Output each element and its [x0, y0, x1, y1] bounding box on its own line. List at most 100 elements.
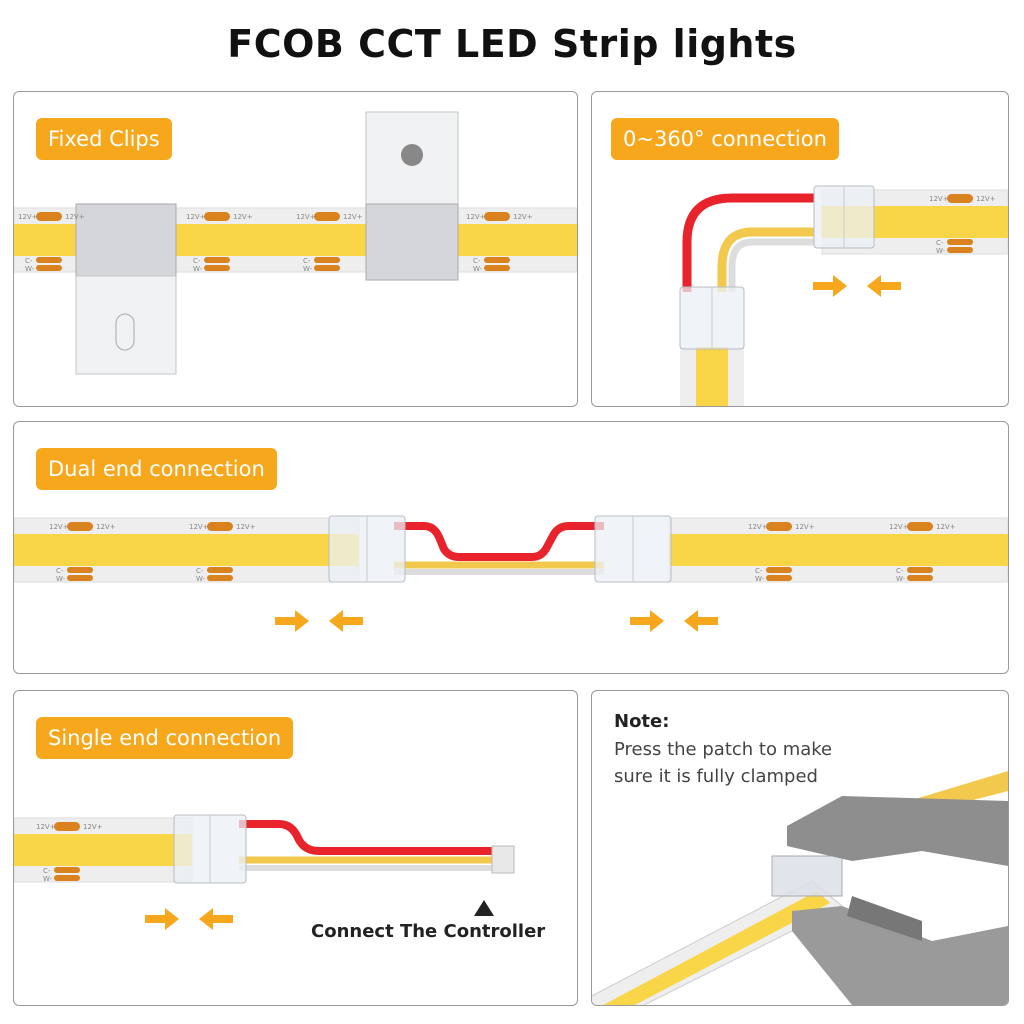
led-strip-cob [669, 534, 1008, 566]
fixed-clips-label: Fixed Clips [36, 118, 172, 160]
strip-mark-c: C- [56, 567, 64, 575]
fixed-clip [365, 203, 459, 281]
solder-pad [67, 522, 93, 531]
solder-pad [947, 194, 973, 203]
single-end-label: Single end connection [36, 717, 294, 759]
led-strip-cob [14, 534, 359, 566]
solder-pad [204, 265, 230, 271]
solder-pad [314, 257, 340, 263]
solder-pad [907, 522, 933, 531]
arrow-right-icon [275, 610, 309, 632]
solder-pad [36, 257, 62, 263]
clamp-upper-jaw [787, 796, 1008, 866]
strip-mark-c: C- [303, 257, 311, 265]
strip-mark-12v: 12V+ [65, 213, 85, 221]
dual-end-label: Dual end connection [36, 448, 277, 490]
strip-mark-12v: 12V+ [513, 213, 533, 221]
strip-mark-c: C- [193, 257, 201, 265]
solder-pad [484, 257, 510, 263]
strip-mark-12v: 12V+ [236, 523, 256, 531]
clamp-illustration [592, 771, 1008, 1005]
arrow-right-icon [145, 908, 179, 930]
solder-pad [766, 575, 792, 581]
clamp-teeth [847, 896, 922, 941]
strip-mark-12v: 12V+ [748, 523, 768, 531]
solder-pad [484, 265, 510, 271]
strip-mark-w: W- [25, 265, 35, 273]
solder-pad [36, 265, 62, 271]
arrow-left-icon [867, 275, 901, 297]
solder-pad [484, 212, 510, 221]
arrow-left-icon [684, 610, 718, 632]
solder-pad [907, 575, 933, 581]
solder-pad [54, 867, 80, 873]
strip-mark-c: C- [25, 257, 33, 265]
panel-note: Note: Press the patch to make sure it is… [591, 690, 1009, 1006]
page-title: FCOB CCT LED Strip lights [227, 22, 797, 66]
strip-mark-c: C- [43, 867, 51, 875]
screw-slot [115, 313, 135, 351]
strip-mark-12v: 12V+ [18, 213, 38, 221]
panel-single-end-connection: 12V+12V+C-W- Single end connection Conne… [13, 690, 578, 1006]
solder-pad [207, 567, 233, 573]
solder-pad [204, 212, 230, 221]
solder-pad [67, 567, 93, 573]
strip-mark-12v: 12V+ [186, 213, 206, 221]
strip-mark-w: W- [755, 575, 765, 583]
strip-mark-12v: 12V+ [976, 195, 996, 203]
strip-mark-w: W- [196, 575, 206, 583]
wire-red [394, 522, 604, 561]
strip-mark-w: W- [43, 875, 53, 883]
fixed-clips-illustration: 12V+12V+C-W-12V+12V+C-W-12V+12V+C-W-12V+… [14, 111, 577, 375]
wire-red [239, 820, 514, 855]
solder-pad [204, 257, 230, 263]
fixed-clip-tab [75, 275, 177, 375]
solder-pad [67, 575, 93, 581]
note-line-1: Press the patch to make [614, 739, 833, 760]
triangle-pointer-icon [474, 900, 494, 916]
solder-pad [36, 212, 62, 221]
strip-mark-12v: 12V+ [83, 823, 103, 831]
solder-pad [207, 575, 233, 581]
strip-mark-12v: 12V+ [343, 213, 363, 221]
panel-dual-end-connection: 12V+12V+C-W-12V+12V+C-W-12V+12V+C-W-12V+… [13, 421, 1009, 674]
single-end-illustration: 12V+ 12V+ C-W- [14, 814, 515, 930]
wire-red [682, 193, 814, 292]
strip-mark-c: C- [896, 567, 904, 575]
strip-mark-w: W- [193, 265, 203, 273]
solder-pad [947, 239, 973, 245]
strip-mark-c: C- [755, 567, 763, 575]
rotation-connection-label: 0~360° connection [611, 118, 839, 160]
note-line-2: sure it is fully clamped [614, 766, 818, 787]
connector [771, 855, 843, 897]
solder-pad [907, 567, 933, 573]
solder-pad [54, 822, 80, 831]
strip-mark-12v: 12V+ [189, 523, 209, 531]
wire-yellow [717, 227, 814, 292]
screw-hole [401, 144, 423, 166]
strip-mark-w: W- [473, 265, 483, 273]
solder-pad [207, 522, 233, 531]
solder-pad [314, 265, 340, 271]
led-strip-cob [696, 347, 728, 406]
solder-pad [314, 212, 340, 221]
dual-end-illustration: 12V+12V+C-W-12V+12V+C-W-12V+12V+C-W-12V+… [14, 515, 1008, 632]
solder-pad [766, 522, 792, 531]
strip-mark-12v: 12V+ [36, 823, 56, 831]
strip-mark-c: C- [936, 239, 944, 247]
arrow-right-icon [813, 275, 847, 297]
arrow-left-icon [199, 908, 233, 930]
solder-pad [766, 567, 792, 573]
fixed-clip [75, 203, 177, 277]
arrow-right-icon [630, 610, 664, 632]
note-heading: Note: [614, 711, 670, 732]
clamp-lower-jaw [792, 906, 1008, 1005]
wire-white [728, 238, 814, 292]
strip-mark-12v: 12V+ [936, 523, 956, 531]
strip-mark-c: C- [196, 567, 204, 575]
strip-mark-12v: 12V+ [889, 523, 909, 531]
strip-mark-12v: 12V+ [296, 213, 316, 221]
arrow-left-icon [329, 610, 363, 632]
strip-mark-12v: 12V+ [96, 523, 116, 531]
wire-ends [491, 845, 515, 874]
